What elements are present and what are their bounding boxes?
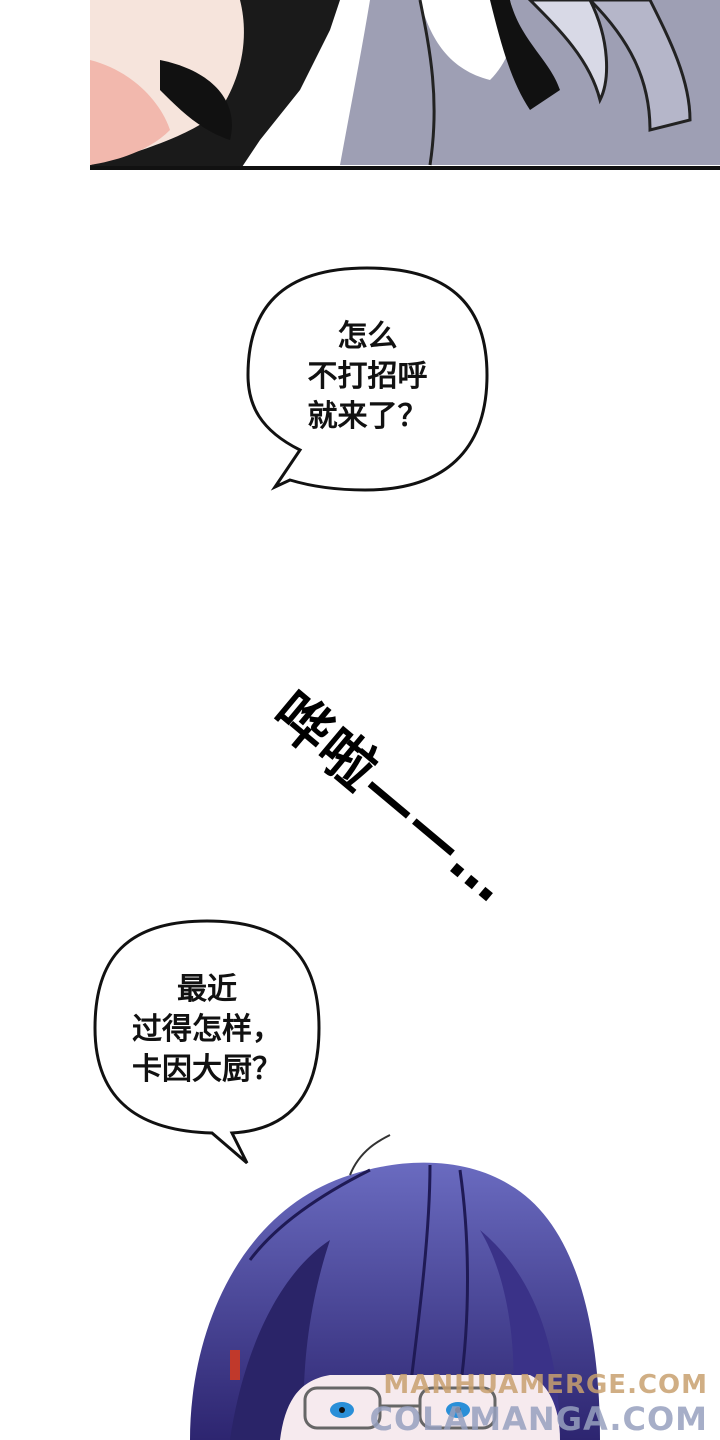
bubble-2-line-3: 卡因大厨？: [132, 1052, 282, 1087]
top-panel-art: [90, 0, 720, 170]
bubble-2-line-2: 过得怎样，: [132, 1012, 282, 1047]
bubble-1-line-3: 就来了？: [307, 399, 428, 434]
bubble-1-line-1: 怎么: [337, 319, 398, 354]
sound-effect: 哗啦——…: [260, 640, 524, 916]
bubble-1-line-2: 不打招呼: [307, 359, 428, 394]
watermark-colamanga: COLAMANGA.COM: [369, 1400, 708, 1438]
speech-bubble-1: 怎么 不打招呼 就来了？: [245, 265, 490, 495]
watermark-manhuamerge: MANHUAMERGE.COM: [383, 1370, 708, 1400]
sound-effect-trail: ——…: [348, 754, 524, 917]
character-portrait-art: [130, 1130, 720, 1440]
speech-bubble-2: 最近 过得怎样， 卡因大厨？: [92, 918, 322, 1168]
bubble-2-line-1: 最近: [177, 972, 237, 1007]
